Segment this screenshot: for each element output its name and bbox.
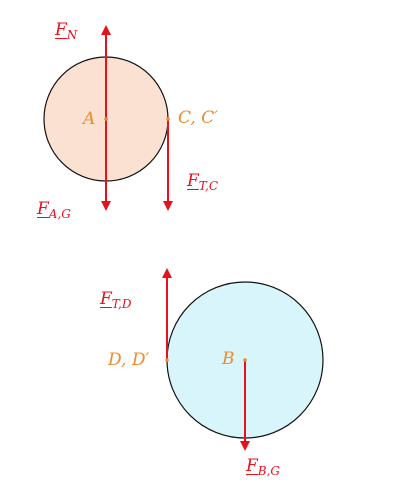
point-d-dot bbox=[165, 358, 169, 362]
point-b-dot bbox=[243, 358, 247, 362]
point-b-label: B bbox=[222, 349, 235, 369]
force-gravity-b-subscript: B,G bbox=[257, 464, 281, 478]
force-tension-d-symbol: F bbox=[100, 289, 112, 309]
force-normal-subscript: N bbox=[66, 28, 78, 42]
force-tension-d-label: FT,D bbox=[100, 289, 132, 311]
point-d-label: D, D′ bbox=[108, 350, 150, 370]
point-a-dot bbox=[104, 117, 108, 121]
force-tension-c-subscript: T,C bbox=[198, 179, 219, 193]
force-tension-c-symbol: F bbox=[187, 171, 199, 191]
point-c-dot bbox=[166, 117, 170, 121]
force-normal-label: FN bbox=[55, 20, 78, 42]
force-gravity-a-label: FA,G bbox=[37, 199, 71, 221]
force-gravity-b-label: FB,G bbox=[246, 456, 281, 478]
force-gravity-a-symbol: F bbox=[37, 199, 49, 219]
force-gravity-a-subscript: A,G bbox=[48, 207, 71, 221]
point-a-label: A bbox=[83, 109, 96, 129]
point-c-label: C, C′ bbox=[178, 108, 219, 128]
force-tension-d-subscript: T,D bbox=[111, 297, 132, 311]
force-normal-symbol: F bbox=[55, 20, 67, 40]
force-tension-c-label: FT,C bbox=[187, 171, 219, 193]
force-gravity-b-symbol: F bbox=[246, 456, 258, 476]
